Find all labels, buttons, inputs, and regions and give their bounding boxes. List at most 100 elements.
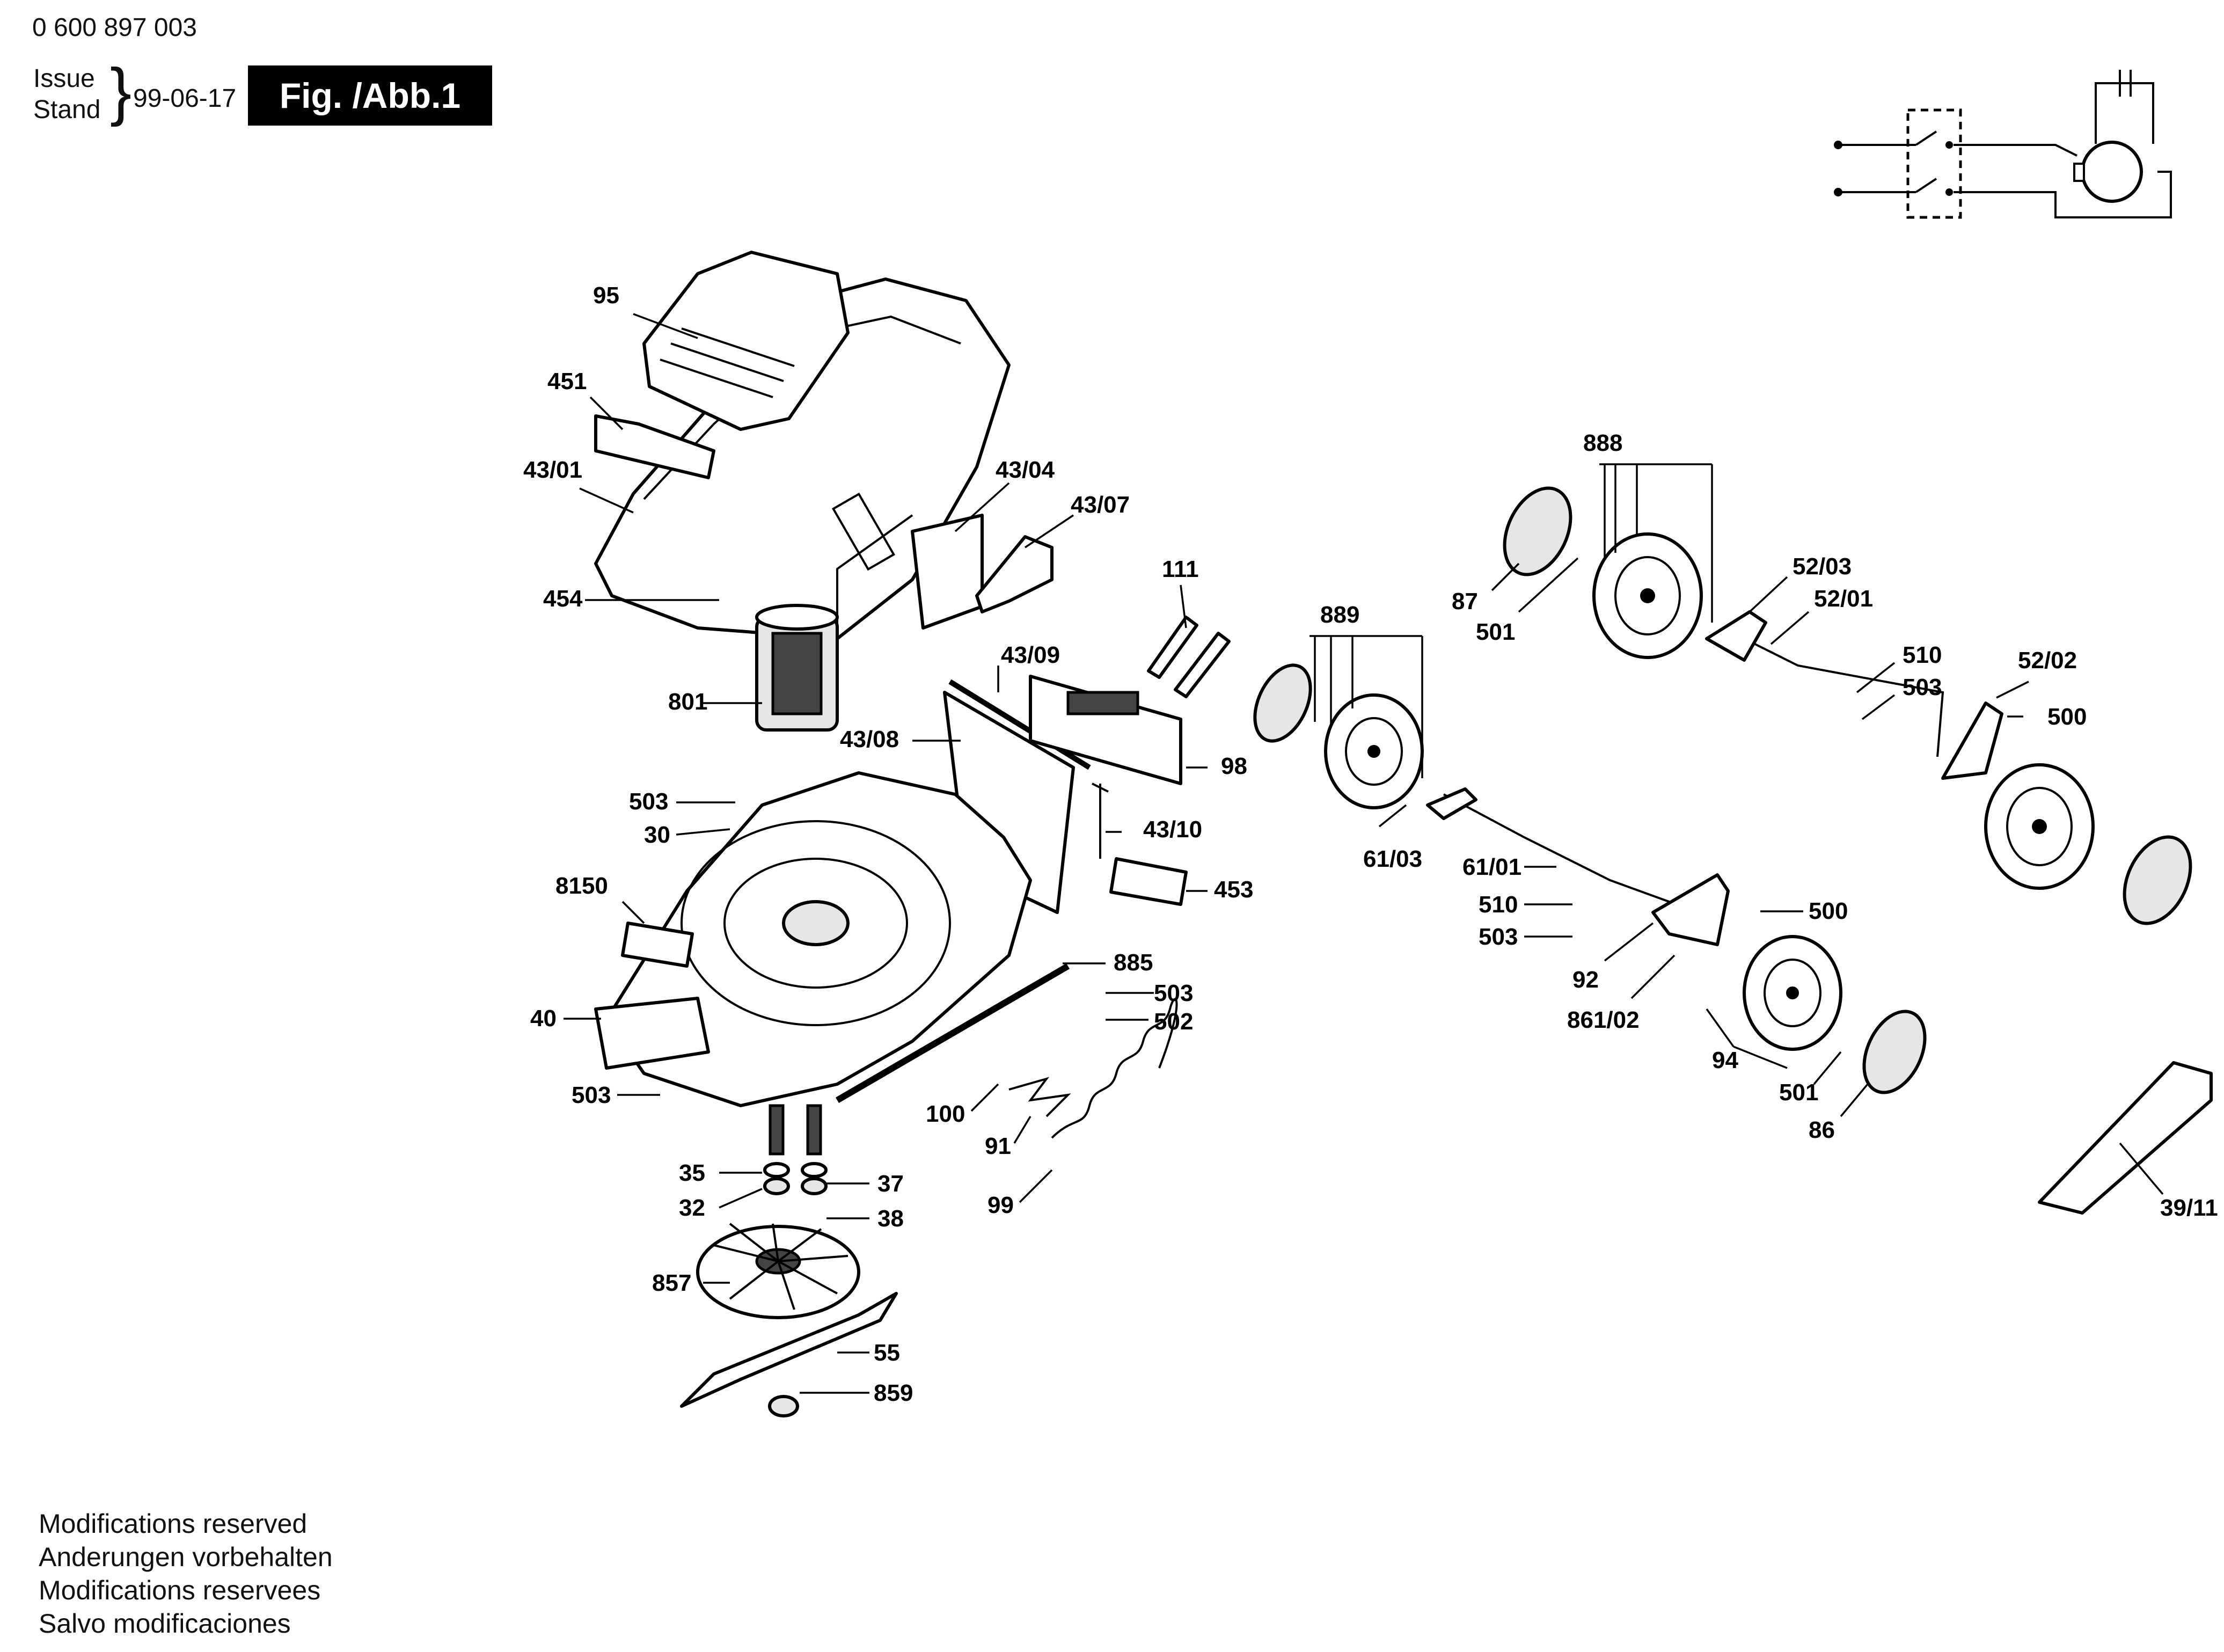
- leader-lines: [564, 313, 2164, 1394]
- bracket-52-02: [1941, 701, 2003, 780]
- nut-859: [768, 1395, 799, 1417]
- callout-500-a: 500: [2047, 704, 2087, 730]
- footer-line-fr: Modifications reservees: [39, 1575, 321, 1605]
- callout-43-07: 43/07: [1071, 492, 1130, 518]
- label-8150: [621, 922, 694, 968]
- issue-date: 99-06-17: [133, 84, 237, 113]
- hubcap-87: [1503, 486, 1572, 576]
- callout-61-01: 61/01: [1462, 854, 1521, 880]
- callout-510-a: 510: [1903, 642, 1942, 668]
- wiring-schematic: [1834, 70, 2172, 219]
- wheel-rear-right: [1984, 763, 2095, 890]
- callout-99: 99: [987, 1192, 1014, 1218]
- callout-451: 451: [547, 368, 587, 394]
- callout-8150: 8150: [555, 873, 608, 899]
- tool-39-11: [2038, 1061, 2213, 1215]
- callout-801: 801: [668, 689, 707, 715]
- callout-94: 94: [1712, 1047, 1738, 1073]
- issue-label: Issue: [33, 64, 95, 93]
- part-43-07: [975, 535, 1054, 613]
- callout-37: 37: [877, 1171, 904, 1197]
- plate-98: [1029, 675, 1182, 785]
- brace-glyph: }: [110, 55, 132, 127]
- callout-501-a: 501: [1476, 619, 1515, 645]
- callout-30: 30: [644, 822, 670, 848]
- handle-cover-95: [642, 251, 850, 431]
- callout-61-03: 61/03: [1363, 846, 1422, 872]
- callout-95: 95: [593, 282, 619, 309]
- callout-503-a: 503: [629, 788, 668, 815]
- rod-885: [835, 963, 1070, 1103]
- callout-40: 40: [530, 1005, 557, 1032]
- label-451: [594, 414, 715, 479]
- part-43-04: [911, 514, 984, 630]
- document-number: 0 600 897 003: [32, 13, 197, 42]
- callout-39-11: 39/11: [2160, 1195, 2218, 1221]
- clips-111: [1147, 616, 1231, 698]
- callout-502: 502: [1154, 1008, 1193, 1035]
- callout-503-b: 503: [572, 1082, 611, 1108]
- callout-92: 92: [1572, 967, 1599, 993]
- callout-885: 885: [1114, 949, 1153, 976]
- callout-889: 889: [1320, 602, 1359, 628]
- callout-43-08: 43/08: [840, 726, 899, 752]
- callout-454: 454: [543, 586, 583, 612]
- part-43-10: [1092, 783, 1109, 859]
- callout-500-b: 500: [1809, 898, 1848, 924]
- callout-857: 857: [652, 1270, 691, 1296]
- bracket-861-02: [1651, 873, 1730, 946]
- wheel-front-right: [1743, 935, 1842, 1051]
- axle-61-01: [1443, 793, 1670, 903]
- bracket-52-03: [1705, 610, 1767, 662]
- figure-label: Fig. /Abb.1: [248, 65, 492, 126]
- wheel-front-left: [1324, 693, 1424, 809]
- axle-52-01: [1754, 643, 1944, 757]
- callout-510-b: 510: [1479, 891, 1518, 918]
- wheel-rear-left: [1592, 532, 1703, 659]
- fasteners-35-32-37-38: [763, 1104, 828, 1195]
- hubcap-rear-right: [2123, 835, 2192, 925]
- footer-line-es: Salvo modificaciones: [39, 1609, 291, 1639]
- footer-line-en: Modifications reserved: [39, 1509, 308, 1539]
- hubcap-889-left: [1253, 663, 1312, 743]
- callout-52-03: 52/03: [1793, 553, 1852, 580]
- callout-503-c: 503: [1154, 980, 1193, 1006]
- blade-55: [680, 1292, 898, 1408]
- callout-55: 55: [874, 1340, 900, 1366]
- spring-clip-91: [1008, 1077, 1071, 1117]
- rod-43-09: [948, 679, 1091, 770]
- spring-99: [1051, 998, 1178, 1139]
- callout-86: 86: [1809, 1117, 1835, 1143]
- callout-453: 453: [1214, 876, 1253, 903]
- callout-503-e: 503: [1479, 924, 1518, 950]
- callout-501-b: 501: [1779, 1079, 1818, 1106]
- motor-801: [755, 604, 839, 732]
- callout-503-d: 503: [1903, 674, 1942, 700]
- callout-91: 91: [985, 1133, 1011, 1159]
- callout-43-04: 43/04: [996, 457, 1055, 483]
- callout-87: 87: [1452, 588, 1478, 615]
- callout-43-01: 43/01: [523, 457, 582, 483]
- callout-32: 32: [679, 1195, 705, 1221]
- callout-859: 859: [874, 1380, 913, 1406]
- issue-label-block: Issue Stand: [33, 63, 100, 126]
- footer-notes: Modifications reserved Anderungen vorbeh…: [39, 1507, 333, 1640]
- callout-52-01: 52/01: [1814, 586, 1873, 612]
- label-453: [1109, 857, 1188, 906]
- callout-labels: 95 451 43/01 454 801 43/04 43/07 111 43/…: [523, 282, 2218, 1406]
- stand-label: Stand: [33, 96, 101, 124]
- callout-111: 111: [1162, 556, 1199, 582]
- callout-38: 38: [877, 1205, 904, 1232]
- callout-43-09: 43/09: [1001, 642, 1060, 668]
- callout-98: 98: [1221, 753, 1247, 779]
- callout-35: 35: [679, 1160, 705, 1186]
- callout-861-02: 861/02: [1567, 1007, 1640, 1033]
- fan-857: [696, 1223, 860, 1319]
- callout-43-10: 43/10: [1143, 816, 1202, 843]
- footer-line-de: Anderungen vorbehalten: [39, 1542, 333, 1572]
- bracket-61-03: [1426, 787, 1477, 820]
- mower-housing-40: [594, 771, 1032, 1107]
- callout-52-02: 52/02: [2018, 647, 2077, 674]
- hubcap-86: [1862, 1010, 1927, 1094]
